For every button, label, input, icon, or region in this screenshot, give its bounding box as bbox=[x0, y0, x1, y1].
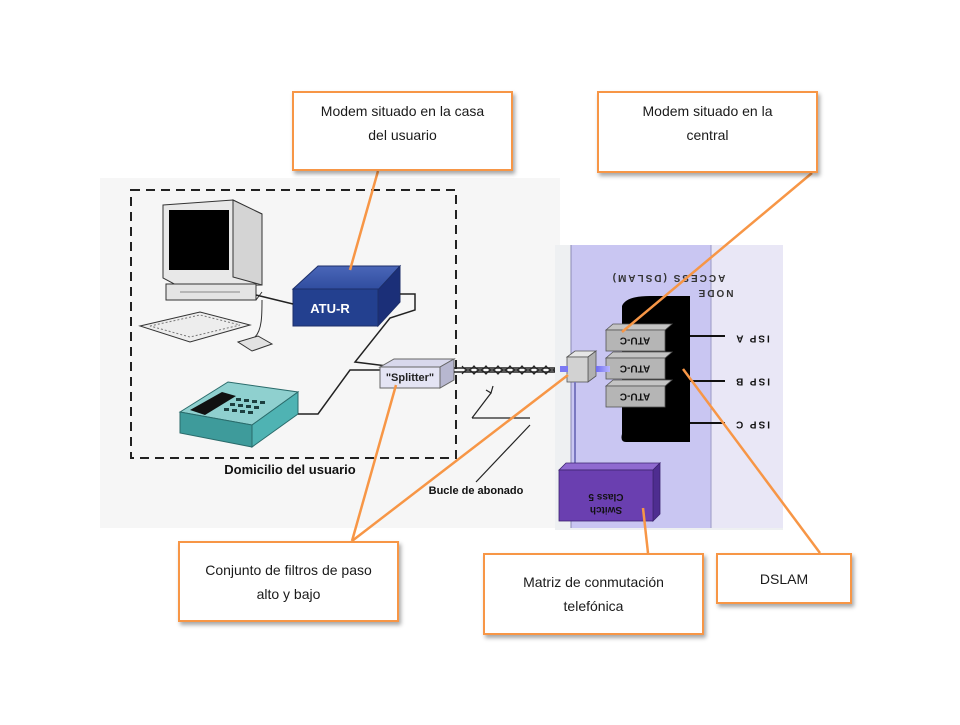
home-box-label: Domicilio del usuario bbox=[224, 462, 356, 477]
atu-r-device: ATU-R bbox=[291, 264, 402, 328]
class5-switch: Class 5 Switch bbox=[558, 462, 661, 522]
computer-icon bbox=[138, 199, 274, 352]
cable-pc-atur bbox=[255, 294, 294, 305]
phone-icon bbox=[178, 381, 300, 448]
atu-r-label: ATU-R bbox=[310, 301, 350, 316]
class5-line2: Switch bbox=[590, 504, 622, 515]
connector-user-modem bbox=[348, 170, 380, 271]
atu-c-label: ATU-C bbox=[620, 362, 650, 373]
callout-dslam-label: DSLAM bbox=[759, 570, 809, 587]
callout-filters-line2: alto y bajo bbox=[256, 585, 321, 602]
atu-c-label: ATU-C bbox=[620, 390, 650, 401]
connector-filters-central bbox=[351, 374, 569, 542]
callout-switch-matrix-line2: telefónica bbox=[563, 598, 624, 614]
wire-phone-splitter bbox=[298, 369, 382, 415]
home-dashed-box bbox=[130, 189, 457, 459]
connector-dslam bbox=[681, 368, 822, 554]
callout-dslam: DSLAM bbox=[716, 553, 852, 604]
callout-filters: Conjunto de filtros de paso alto y bajo bbox=[178, 541, 399, 622]
loop-arrow-right bbox=[475, 424, 531, 483]
callout-connectors bbox=[348, 170, 822, 554]
callout-user-modem-line1: Modem situado en la casa bbox=[320, 103, 485, 119]
connector-matrix bbox=[641, 507, 650, 554]
callout-central-modem: Modem situado en la central bbox=[597, 91, 818, 173]
isp-label: ISP B bbox=[734, 375, 770, 386]
splitter-device: "Splitter" bbox=[378, 358, 456, 389]
isp-label: ISP C bbox=[734, 418, 770, 429]
class5-line1: Class 5 bbox=[588, 491, 623, 502]
callout-switch-matrix: Matriz de conmutación telefónica bbox=[483, 553, 704, 635]
callout-central-modem-line1: Modem situado en la bbox=[642, 103, 773, 119]
access-node-line2: NODE bbox=[697, 287, 734, 298]
subscriber-loop bbox=[454, 365, 560, 375]
callout-user-modem: Modem situado en la casa del usuario bbox=[292, 91, 513, 171]
atu-c-card: ATU-C bbox=[604, 323, 674, 352]
atu-c-label: ATU-C bbox=[620, 334, 650, 345]
callout-user-modem-line2: del usuario bbox=[368, 127, 437, 143]
central-splitter bbox=[565, 350, 598, 383]
access-node-line1: ACCESS (DSLAM) bbox=[611, 272, 726, 283]
atu-c-card: ATU-C bbox=[604, 379, 674, 408]
atu-c-card: ATU-C bbox=[604, 351, 674, 380]
callout-switch-matrix-line1: Matriz de conmutación bbox=[523, 574, 664, 590]
callout-central-modem-line2: central bbox=[686, 127, 729, 143]
callout-filters-line1: Conjunto de filtros de paso bbox=[205, 561, 372, 578]
signal-beam bbox=[596, 366, 610, 372]
loop-label: Bucle de abonado bbox=[429, 485, 524, 497]
wire-atur-splitter bbox=[353, 293, 421, 371]
loop-arrow-left bbox=[471, 392, 492, 419]
connector-filters-splitter bbox=[350, 384, 398, 542]
splitter-label: "Splitter" bbox=[386, 372, 434, 384]
connector-central-modem bbox=[621, 172, 813, 333]
isp-label: ISP A bbox=[734, 332, 770, 343]
